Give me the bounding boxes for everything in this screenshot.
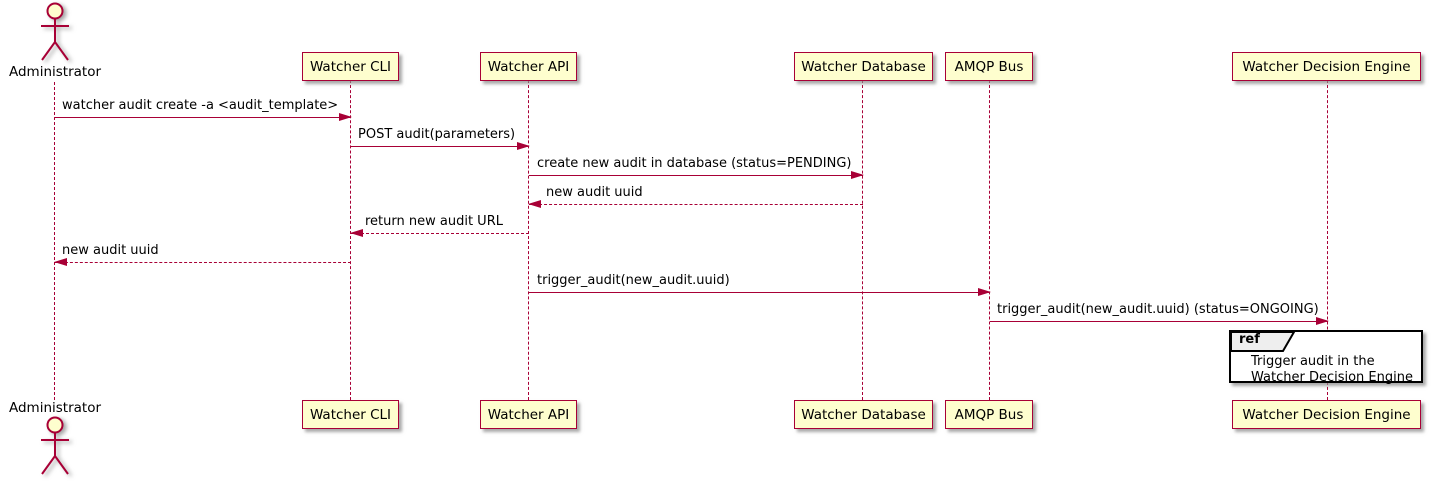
ref-fragment: ref Trigger audit in the Watcher Decisio… — [1229, 330, 1423, 385]
message-label: new audit uuid — [546, 185, 643, 200]
message-line — [990, 321, 1328, 322]
administrator-label-bottom: Administrator — [8, 400, 102, 416]
arrowhead-right-icon — [978, 288, 991, 296]
lifeline-watcher-api — [528, 80, 529, 400]
lifeline-watcher-cli — [350, 80, 351, 400]
lifeline-watcher-decision-engine — [1327, 80, 1328, 400]
ref-tag-shape-icon — [1230, 331, 1296, 352]
arrowhead-left-icon — [350, 229, 363, 237]
ref-tag-label: ref — [1239, 332, 1260, 347]
message-line — [55, 117, 351, 118]
lifeline-administrator — [54, 82, 55, 400]
participant-bottom-watcher-cli: Watcher CLI — [302, 400, 399, 429]
administrator-actor-icon-bottom — [37, 416, 73, 478]
participant-bottom-watcher-decision-engine: Watcher Decision Engine — [1232, 400, 1421, 429]
participant-top-amqp-bus: AMQP Bus — [945, 52, 1033, 81]
participant-top-watcher-cli: Watcher CLI — [302, 52, 399, 81]
participant-top-watcher-decision-engine: Watcher Decision Engine — [1232, 52, 1421, 81]
participant-top-watcher-database: Watcher Database — [794, 52, 933, 81]
participant-top-watcher-api: Watcher API — [480, 52, 577, 81]
message-label: return new audit URL — [365, 214, 503, 229]
message-line — [529, 175, 863, 176]
participant-bottom-watcher-api: Watcher API — [480, 400, 577, 429]
message-line — [529, 204, 863, 205]
message-label: POST audit(parameters) — [358, 127, 516, 142]
arrowhead-left-icon — [54, 258, 67, 266]
ref-tag: ref — [1230, 331, 1296, 352]
arrowhead-left-icon — [528, 200, 541, 208]
ref-text-line1: Trigger audit in the — [1251, 354, 1375, 369]
message-line — [55, 262, 351, 263]
administrator-actor-icon — [37, 2, 73, 64]
message-line — [529, 292, 990, 293]
message-label: trigger_audit(new_audit.uuid) (status=ON… — [997, 302, 1319, 317]
participant-bottom-amqp-bus: AMQP Bus — [945, 400, 1033, 429]
message-line — [351, 146, 529, 147]
ref-text-line2: Watcher Decision Engine — [1251, 369, 1413, 385]
participant-bottom-watcher-database: Watcher Database — [794, 400, 933, 429]
message-label: create new audit in database (status=PEN… — [537, 156, 852, 171]
lifeline-watcher-database — [862, 80, 863, 400]
arrowhead-right-icon — [517, 142, 530, 150]
message-label: watcher audit create -a <audit_template> — [62, 98, 339, 113]
message-label: trigger_audit(new_audit.uuid) — [537, 273, 730, 288]
arrowhead-right-icon — [339, 113, 352, 121]
message-label: new audit uuid — [62, 243, 159, 258]
ref-body: Trigger audit in the Watcher Decision En… — [1251, 354, 1413, 385]
message-line — [351, 233, 529, 234]
arrowhead-right-icon — [1316, 317, 1329, 325]
lifeline-amqp-bus — [989, 80, 990, 400]
administrator-label-top: Administrator — [8, 64, 102, 80]
arrowhead-right-icon — [851, 171, 864, 179]
